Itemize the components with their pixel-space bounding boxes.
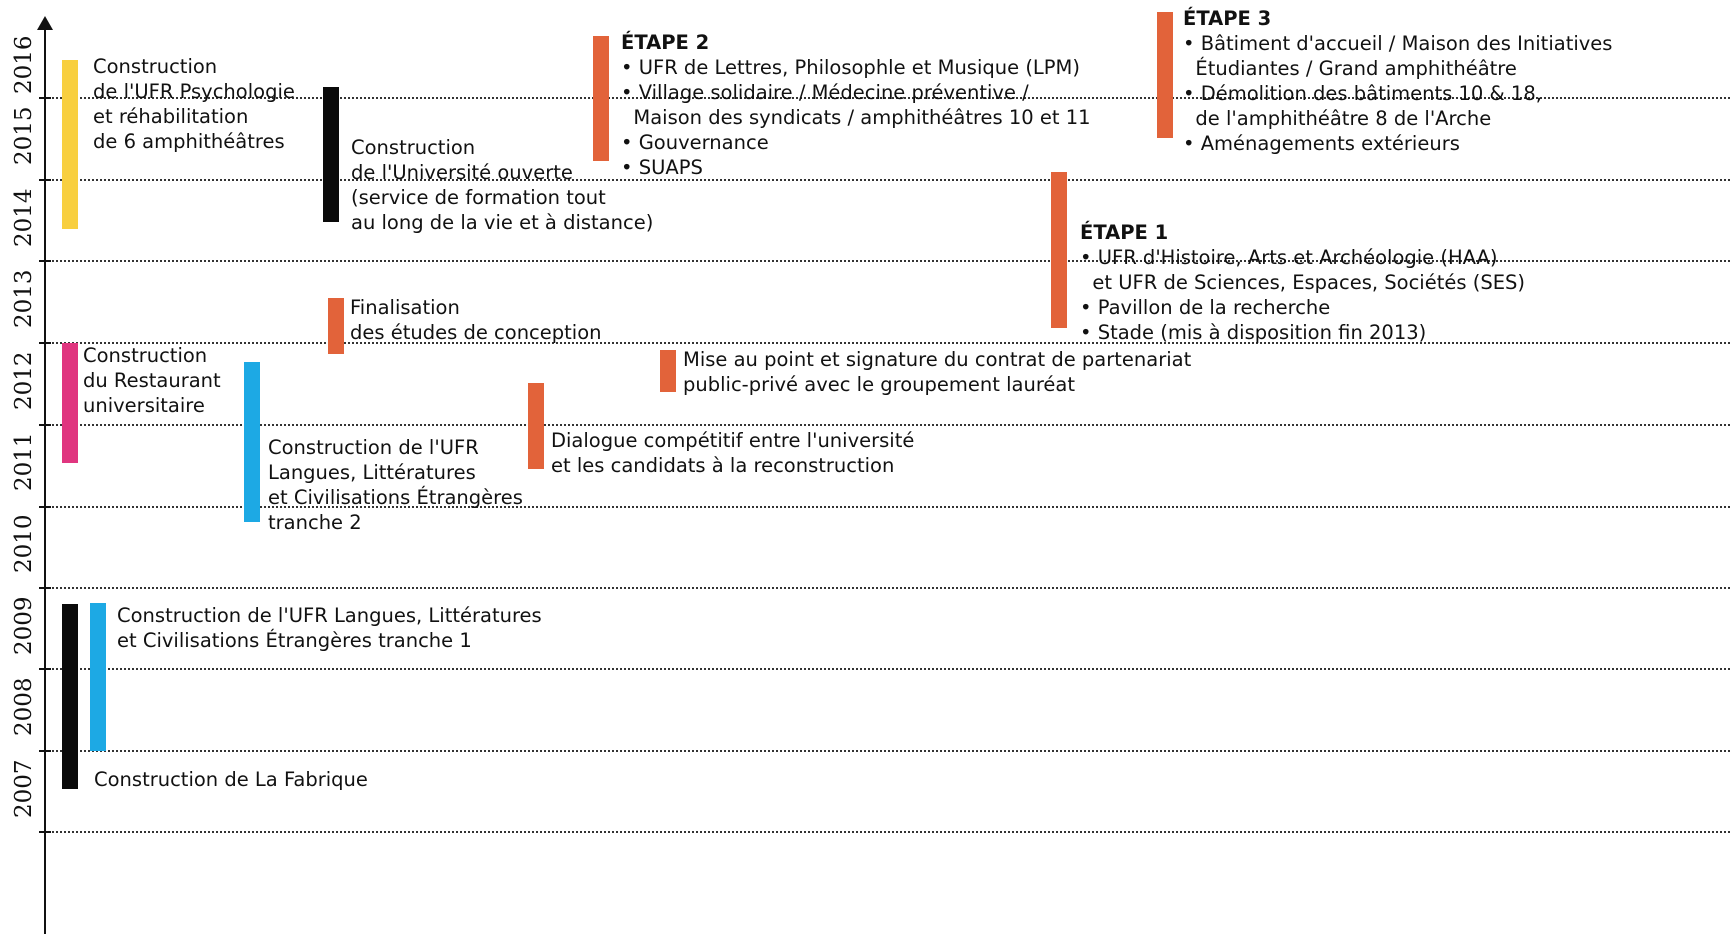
event-line: • Démolition des bâtiments 10 & 18, bbox=[1183, 82, 1542, 105]
gridline bbox=[45, 97, 1730, 99]
event-title: ÉTAPE 3 bbox=[1183, 7, 1272, 30]
year-label: 2008 bbox=[11, 677, 37, 736]
bar-universite-ouverte bbox=[323, 87, 339, 222]
event-line: • Aménagements extérieurs bbox=[1183, 132, 1460, 155]
year-label: 2014 bbox=[11, 188, 37, 247]
gridline bbox=[45, 506, 1730, 508]
event-line: Finalisation bbox=[350, 296, 460, 319]
event-line: • Village solidaire / Médecine préventiv… bbox=[621, 81, 1029, 104]
event-line: Construction bbox=[83, 344, 208, 367]
event-line: et Civilisations Étrangères tranche 1 bbox=[117, 629, 472, 652]
label-llce-tranche1: Construction de l'UFR Langues, Littératu… bbox=[117, 603, 542, 653]
year-label: 2007 bbox=[11, 759, 37, 818]
event-line: Étudiantes / Grand amphithéâtre bbox=[1183, 57, 1517, 80]
gridline bbox=[45, 260, 1730, 262]
event-line: • UFR d'Histoire, Arts et Archéologie (H… bbox=[1080, 246, 1498, 269]
bar-restaurant bbox=[62, 343, 78, 463]
label-etape1: ÉTAPE 1• UFR d'Histoire, Arts et Archéol… bbox=[1080, 220, 1525, 345]
event-title: ÉTAPE 1 bbox=[1080, 221, 1169, 244]
year-label: 2013 bbox=[11, 269, 37, 328]
bar-etape3 bbox=[1157, 12, 1173, 138]
event-line: • Stade (mis à disposition fin 2013) bbox=[1080, 321, 1427, 344]
bar-finalisation bbox=[328, 298, 344, 354]
gridline bbox=[45, 587, 1730, 589]
event-line: et réhabilitation bbox=[93, 105, 249, 128]
gridline bbox=[45, 831, 1730, 833]
label-etape2: ÉTAPE 2• UFR de Lettres, Philosophle et … bbox=[621, 30, 1091, 180]
event-line: des études de conception bbox=[350, 321, 602, 344]
event-line: • Gouvernance bbox=[621, 131, 769, 154]
event-line: Construction bbox=[351, 136, 476, 159]
event-title: ÉTAPE 2 bbox=[621, 31, 710, 54]
year-label: 2015 bbox=[11, 106, 37, 165]
event-line: Langues, Littératures bbox=[268, 461, 476, 484]
label-etape3: ÉTAPE 3• Bâtiment d'accueil / Maison des… bbox=[1183, 6, 1612, 156]
event-line: au long de la vie et à distance) bbox=[351, 211, 654, 234]
event-line: de 6 amphithéâtres bbox=[93, 130, 285, 153]
label-contrat: Mise au point et signature du contrat de… bbox=[683, 347, 1191, 397]
event-line: • UFR de Lettres, Philosophle et Musique… bbox=[621, 56, 1080, 79]
event-line: de l'amphithéâtre 8 de l'Arche bbox=[1183, 107, 1492, 130]
event-line: • Bâtiment d'accueil / Maison des Initia… bbox=[1183, 32, 1613, 55]
axis-arrow-icon bbox=[37, 16, 53, 30]
event-line: de l'UFR Psychologie bbox=[93, 80, 295, 103]
year-label: 2012 bbox=[11, 351, 37, 410]
year-label: 2016 bbox=[11, 35, 37, 94]
gridline bbox=[45, 342, 1730, 344]
event-line: Maison des syndicats / amphithéâtres 10 … bbox=[621, 106, 1091, 129]
event-line: et les candidats à la reconstruction bbox=[551, 454, 895, 477]
event-line: Construction de l'UFR Langues, Littératu… bbox=[117, 604, 542, 627]
gridline bbox=[45, 750, 1730, 752]
event-line: de l'Université ouverte bbox=[351, 161, 573, 184]
event-line: public-privé avec le groupement lauréat bbox=[683, 373, 1076, 396]
event-line: tranche 2 bbox=[268, 511, 362, 534]
event-line: universitaire bbox=[83, 394, 205, 417]
bar-llce-tranche2 bbox=[244, 362, 260, 522]
year-label: 2010 bbox=[11, 514, 37, 573]
year-label: 2011 bbox=[11, 432, 37, 491]
bar-llce-tranche1 bbox=[90, 603, 106, 751]
event-line: Dialogue compétitif entre l'université bbox=[551, 429, 915, 452]
event-line: • Pavillon de la recherche bbox=[1080, 296, 1331, 319]
bar-psychologie bbox=[62, 60, 78, 229]
year-label: 2009 bbox=[11, 596, 37, 655]
bar-dialogue bbox=[528, 383, 544, 469]
bar-etape2 bbox=[593, 36, 609, 161]
bar-contrat bbox=[660, 350, 676, 392]
event-line: (service de formation tout bbox=[351, 186, 606, 209]
gridline bbox=[45, 179, 1730, 181]
bar-fabrique bbox=[62, 604, 78, 789]
gridline bbox=[45, 668, 1730, 670]
time-axis bbox=[44, 26, 46, 934]
event-line: Construction bbox=[93, 55, 218, 78]
gridline bbox=[45, 424, 1730, 426]
event-line: • SUAPS bbox=[621, 156, 703, 179]
event-line: Mise au point et signature du contrat de… bbox=[683, 348, 1192, 371]
event-line: Construction de La Fabrique bbox=[94, 768, 368, 791]
event-line: et UFR de Sciences, Espaces, Sociétés (S… bbox=[1080, 271, 1526, 294]
event-line: et Civilisations Étrangères bbox=[268, 486, 523, 509]
event-line: Construction de l'UFR bbox=[268, 436, 479, 459]
label-fabrique: Construction de La Fabrique bbox=[94, 767, 368, 792]
event-line: du Restaurant bbox=[83, 369, 221, 392]
bar-etape1 bbox=[1051, 172, 1067, 328]
